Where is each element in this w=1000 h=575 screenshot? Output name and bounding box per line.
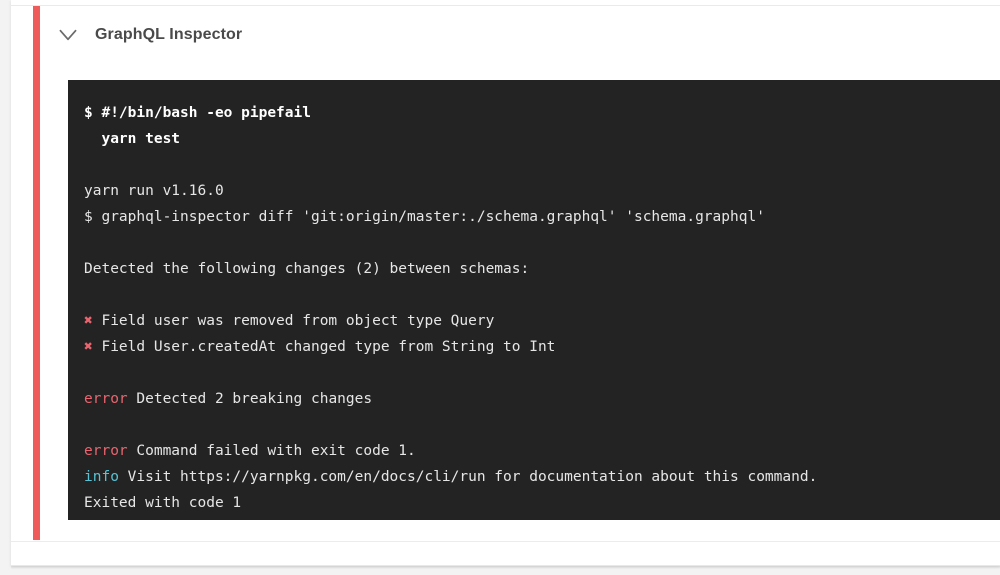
terminal-log-level-info: info — [84, 469, 119, 485]
terminal-line: Exited with code 1 — [84, 495, 242, 511]
terminal-line-text: Detected 2 breaking changes — [127, 391, 373, 407]
step-title: GraphQL Inspector — [95, 26, 243, 43]
terminal-line — [84, 282, 1000, 308]
card-shadow — [11, 565, 1000, 569]
terminal-line: info Visit https://yarnpkg.com/en/docs/c… — [84, 464, 1000, 490]
terminal-line: yarn test — [84, 131, 181, 147]
terminal-line — [84, 412, 1000, 438]
step-header[interactable]: GraphQL Inspector — [55, 18, 242, 52]
terminal-line — [84, 152, 1000, 178]
bottom-divider — [11, 541, 1000, 542]
terminal-line — [84, 360, 1000, 386]
chevron-down-icon[interactable] — [55, 22, 81, 48]
terminal-line: error Command failed with exit code 1. — [84, 438, 1000, 464]
terminal-line: error Detected 2 breaking changes — [84, 386, 1000, 412]
terminal-line-text: Field User.createdAt changed type from S… — [92, 339, 556, 355]
terminal-log-level-error: error — [84, 391, 128, 407]
terminal-lines: $ #!/bin/bash -eo pipefail yarn test yar… — [84, 100, 1000, 516]
terminal-line-text: Visit https://yarnpkg.com/en/docs/cli/ru… — [118, 469, 818, 485]
terminal-line-text: Command failed with exit code 1. — [127, 443, 416, 459]
terminal-line: ✖ Field User.createdAt changed type from… — [84, 334, 1000, 360]
breaking-change-marker-icon: ✖ — [84, 339, 93, 355]
terminal-line: yarn run v1.16.0 — [84, 183, 224, 199]
terminal-line-text: Field user was removed from object type … — [92, 313, 495, 329]
terminal-output[interactable]: $ #!/bin/bash -eo pipefail yarn test yar… — [68, 80, 1000, 520]
step-status-bar — [33, 6, 40, 540]
terminal-line: ✖ Field user was removed from object typ… — [84, 308, 1000, 334]
terminal-line: $ graphql-inspector diff 'git:origin/mas… — [84, 209, 765, 225]
terminal-line: Detected the following changes (2) betwe… — [84, 261, 530, 277]
terminal-log-level-error: error — [84, 443, 128, 459]
terminal-line: $ #!/bin/bash -eo pipefail — [84, 105, 311, 121]
terminal-line — [84, 230, 1000, 256]
top-divider — [11, 5, 1000, 6]
breaking-change-marker-icon: ✖ — [84, 313, 93, 329]
